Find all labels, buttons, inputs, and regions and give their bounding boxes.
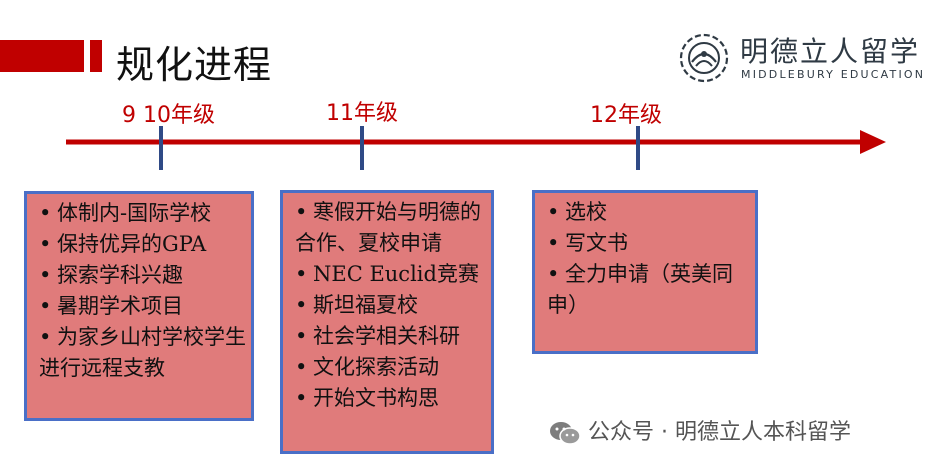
- list-item: 全力申请（英美同申）: [547, 259, 751, 321]
- list-item: 暑期学术项目: [39, 291, 247, 322]
- plan-box-grade-11: 寒假开始与明德的合作、夏校申请 NEC Euclid竞赛 斯坦福夏校 社会学相关…: [280, 190, 494, 454]
- wechat-icon: [550, 422, 581, 445]
- timeline-arrowhead: [860, 130, 886, 154]
- grade-label-11: 11年级: [326, 101, 398, 126]
- list-item: 为家乡山村学校学生进行远程支教: [39, 322, 247, 384]
- plan-box-grade-9-10: 体制内-国际学校 保持优异的GPA 探索学科兴趣 暑期学术项目 为家乡山村学校学…: [24, 191, 254, 421]
- logo-english-name: MIDDLEBURY EDUCATION: [741, 68, 926, 81]
- list-item: 开始文书构思: [295, 383, 487, 414]
- plan-box-grade-12: 选校 写文书 全力申请（英美同申）: [532, 190, 758, 354]
- list-item: 体制内-国际学校: [39, 198, 247, 229]
- title-accent-mark: [90, 40, 102, 72]
- watermark-text: 公众号 · 明德立人本科留学: [588, 420, 851, 445]
- grade-label-12: 12年级: [590, 103, 662, 128]
- list-item: 社会学相关科研: [295, 321, 487, 352]
- list-item: 寒假开始与明德的合作、夏校申请: [295, 197, 487, 259]
- list-item: NEC Euclid竞赛: [295, 259, 487, 290]
- wechat-watermark: 公众号 · 明德立人本科留学: [548, 414, 851, 446]
- middlebury-seal-icon: [679, 33, 729, 83]
- list-item: 斯坦福夏校: [295, 290, 487, 321]
- list-item: 文化探索活动: [295, 352, 487, 383]
- list-item: 写文书: [547, 228, 751, 259]
- title-accent-bar: [0, 40, 84, 72]
- list-item: 选校: [547, 197, 751, 228]
- brand-logo: 明德立人留学 MIDDLEBURY EDUCATION: [678, 28, 938, 88]
- list-item: 保持优异的GPA: [39, 229, 247, 260]
- list-item: 探索学科兴趣: [39, 260, 247, 291]
- logo-chinese-name: 明德立人留学: [740, 35, 921, 68]
- page-title: 规化进程: [116, 43, 273, 87]
- grade-label-9-10: 9 10年级: [122, 103, 215, 128]
